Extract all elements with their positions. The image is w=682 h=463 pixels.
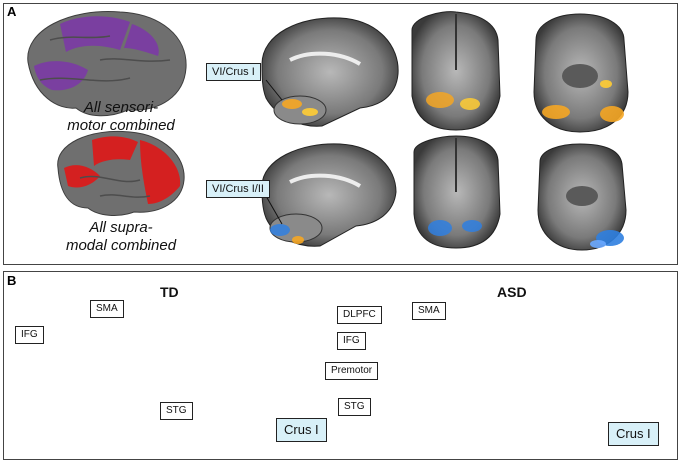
sensorimotor-region <box>124 24 159 56</box>
asd-label-sma: SMA <box>412 302 446 320</box>
sagittal-slice-bottom <box>261 143 397 247</box>
panel-b-letter: B <box>7 273 17 288</box>
surface-brain-supramodal <box>57 130 185 216</box>
axial-slice-top <box>533 13 629 133</box>
label-vi-crus-i-ii: VI/Crus I/II <box>206 180 270 198</box>
td-label-sma: SMA <box>90 300 124 318</box>
caption-sensorimotor-line2: motor combined <box>67 117 175 134</box>
caption-supramodal-line2: modal combined <box>65 237 177 254</box>
asd-label-crus-i: Crus I <box>608 422 659 446</box>
asd-title: ASD <box>497 284 527 300</box>
supramodal-region <box>92 136 138 166</box>
supramodal-region <box>140 140 181 204</box>
panel-a-letter: A <box>7 4 17 19</box>
asd-label-dlpfc: DLPFC <box>337 306 382 324</box>
caption-supramodal: All supra- modal combined <box>36 219 206 255</box>
coronal-slice-bottom <box>413 135 501 249</box>
asd-label-premotor: Premotor <box>325 362 379 380</box>
td-title: TD <box>160 284 179 300</box>
label-vi-crus-i: VI/Crus I <box>206 63 261 81</box>
coronal-slice-top <box>411 11 501 131</box>
td-label-crus-i: Crus I <box>276 418 327 442</box>
sensorimotor-region <box>34 61 88 91</box>
sagittal-slice-top <box>261 17 399 127</box>
caption-sensorimotor-line1: All sensori- <box>83 99 159 116</box>
surface-brain-sensorimotor <box>27 11 187 117</box>
caption-sensorimotor: All sensori- motor combined <box>36 99 206 135</box>
td-label-ifg: IFG <box>15 326 44 344</box>
caption-supramodal-line1: All supra- <box>89 219 153 236</box>
asd-label-ifg: IFG <box>337 332 366 350</box>
axial-slice-bottom <box>537 143 627 251</box>
td-label-stg: STG <box>160 402 193 420</box>
asd-label-stg: STG <box>338 398 371 416</box>
sensorimotor-region <box>60 16 130 52</box>
supramodal-region <box>64 165 100 188</box>
